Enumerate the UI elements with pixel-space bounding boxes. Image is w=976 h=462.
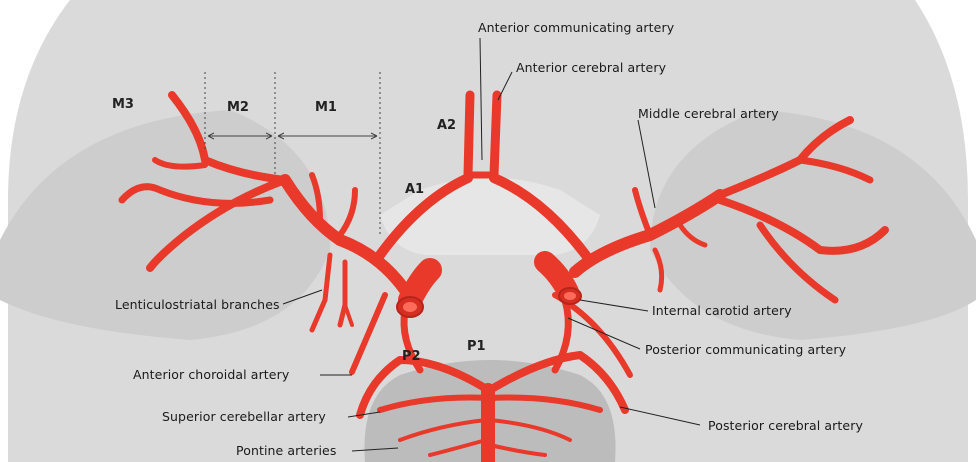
label-middle-cerebral-artery: Middle cerebral artery xyxy=(638,106,779,121)
segment-label-m1: M1 xyxy=(315,100,337,115)
label-anterior-communicating-artery: Anterior communicating artery xyxy=(478,20,674,35)
label-pontine-arteries: Pontine arteries xyxy=(236,443,336,458)
label-superior-cerebellar-artery: Superior cerebellar artery xyxy=(162,409,326,424)
segment-label-m2: M2 xyxy=(227,100,249,115)
segment-label-p2: P2 xyxy=(402,349,421,364)
label-anterior-cerebral-artery: Anterior cerebral artery xyxy=(516,60,666,75)
left-a2-artery xyxy=(468,95,470,175)
segment-label-m3: M3 xyxy=(112,97,134,112)
right-a2-artery xyxy=(494,95,497,175)
segment-label-a1: A1 xyxy=(405,182,424,197)
label-posterior-cerebral-artery: Posterior cerebral artery xyxy=(708,418,863,433)
left-internal-carotid-lumen xyxy=(403,302,417,312)
label-anterior-choroidal-artery: Anterior choroidal artery xyxy=(133,367,289,382)
segment-label-a2: A2 xyxy=(437,118,456,133)
right-internal-carotid-lumen xyxy=(564,292,576,300)
label-lenticulostriatal-branches: Lenticulostriatal branches xyxy=(115,297,280,312)
segment-label-p1: P1 xyxy=(467,339,486,354)
label-posterior-communicating-artery: Posterior communicating artery xyxy=(645,342,846,357)
label-internal-carotid-artery: Internal carotid artery xyxy=(652,303,792,318)
